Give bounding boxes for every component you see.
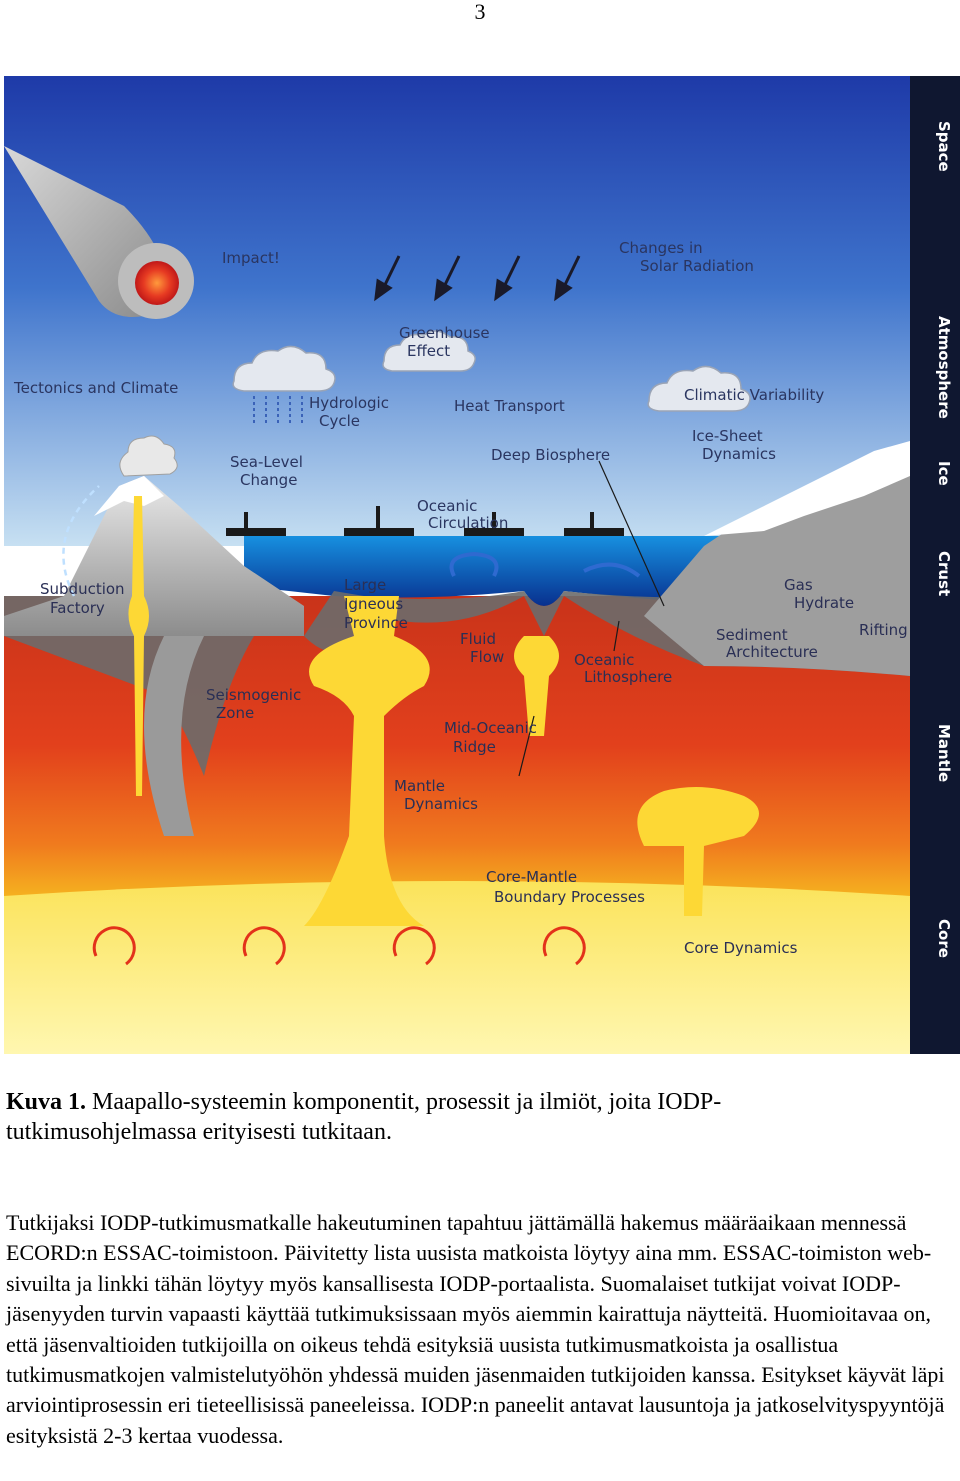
label-core-mantle-1: Core-Mantle: [486, 868, 577, 886]
label-hydrologic-2: Cycle: [319, 412, 360, 430]
solar-arrows: [374, 255, 581, 302]
label-large-igneous-3: Province: [344, 614, 408, 632]
label-mantle-dynamics-1: Mantle: [394, 777, 445, 795]
label-fluid-flow-2: Flow: [470, 648, 504, 666]
page-number: 3: [474, 0, 486, 24]
label-gas-hydrate-1: Gas: [784, 576, 813, 594]
label-seismogenic-2: Zone: [216, 704, 254, 722]
mushroom-plume: [637, 787, 759, 916]
label-oceanic-circulation-1: Oceanic: [417, 497, 477, 515]
label-mantle-dynamics-2: Dynamics: [404, 795, 478, 813]
core-dynamics-arrows: [92, 926, 586, 966]
subducting-slab: [144, 636, 204, 836]
rain: [253, 396, 303, 426]
caption-text: Maapallo-systeemin komponentit, prosessi…: [6, 1089, 722, 1145]
left-mountain: [4, 476, 304, 636]
left-snowcap: [94, 476, 164, 516]
label-mid-oceanic-2: Ridge: [453, 738, 496, 756]
mantle-plume: [304, 596, 430, 926]
label-core-dynamics: Core Dynamics: [684, 939, 798, 957]
label-oceanic-lithosphere-2: Lithosphere: [584, 668, 672, 686]
label-ice-sheet-1: Ice-Sheet: [692, 427, 763, 445]
label-seismogenic-1: Seismogenic: [206, 686, 301, 704]
arc-magma: [128, 496, 149, 796]
label-greenhouse-1: Greenhouse: [399, 324, 490, 342]
side-label-atmosphere: Atmosphere: [935, 316, 953, 419]
ocean-circulation-arrows: [449, 551, 641, 578]
meteor-impact-glow: [135, 261, 179, 305]
label-hydrologic-1: Hydrologic: [309, 394, 389, 412]
tectonics-arrow: [62, 485, 100, 597]
side-label-ice: Ice: [935, 461, 953, 486]
clouds: [232, 330, 751, 412]
core: [4, 881, 910, 1054]
label-deep-biosphere: Deep Biosphere: [491, 446, 610, 464]
label-solar-1: Changes in: [619, 239, 703, 257]
figure-caption: Kuva 1. Maapallo-systeemin komponentit, …: [6, 1087, 906, 1147]
label-oceanic-circulation-2: Circulation: [428, 514, 508, 532]
caption-label: Kuva 1.: [6, 1089, 87, 1115]
label-tectonics: Tectonics and Climate: [13, 379, 178, 397]
side-label-mantle: Mantle: [935, 724, 953, 782]
label-impact: Impact!: [222, 249, 280, 267]
label-rifting: Rifting: [859, 621, 908, 639]
label-sediment-2: Architecture: [726, 643, 818, 661]
pointer-lines: [518, 460, 665, 777]
ice-sheet: [704, 441, 910, 536]
label-sea-level-1: Sea-Level: [230, 453, 303, 471]
ridge-plume: [514, 636, 559, 736]
body-paragraph: Tutkijaksi IODP-tutkimusmatkalle hakeutu…: [6, 1210, 945, 1448]
side-label-crust: Crust: [935, 551, 953, 596]
label-heat-transport: Heat Transport: [454, 397, 565, 415]
label-large-igneous-2: Igneous: [344, 595, 403, 613]
label-ice-sheet-2: Dynamics: [702, 445, 776, 463]
label-greenhouse-2: Effect: [407, 342, 450, 360]
label-subduction-2: Factory: [50, 599, 105, 617]
label-solar-2: Solar Radiation: [640, 257, 754, 275]
drill-ships: [226, 506, 624, 536]
label-large-igneous-1: Large: [344, 576, 386, 594]
label-oceanic-lithosphere-1: Oceanic: [574, 651, 634, 669]
layer-side-bar: [910, 76, 960, 1054]
right-continent: [644, 456, 910, 676]
label-mid-oceanic-1: Mid-Oceanic: [444, 719, 537, 737]
side-label-core: Core: [935, 919, 953, 958]
label-subduction-1: Subduction: [40, 580, 125, 598]
earth-system-figure: Impact! Changes in Solar Radiation Green…: [4, 76, 960, 1054]
label-sediment-1: Sediment: [716, 626, 788, 644]
label-core-mantle-2: Boundary Processes: [494, 888, 645, 906]
label-climatic-variability: Climatic Variability: [684, 386, 824, 404]
side-label-space: Space: [935, 121, 953, 172]
ocean: [244, 536, 764, 606]
volcanic-smoke: [119, 435, 178, 477]
label-fluid-flow-1: Fluid: [460, 630, 496, 648]
label-gas-hydrate-2: Hydrate: [794, 594, 854, 612]
label-sea-level-2: Change: [240, 471, 297, 489]
